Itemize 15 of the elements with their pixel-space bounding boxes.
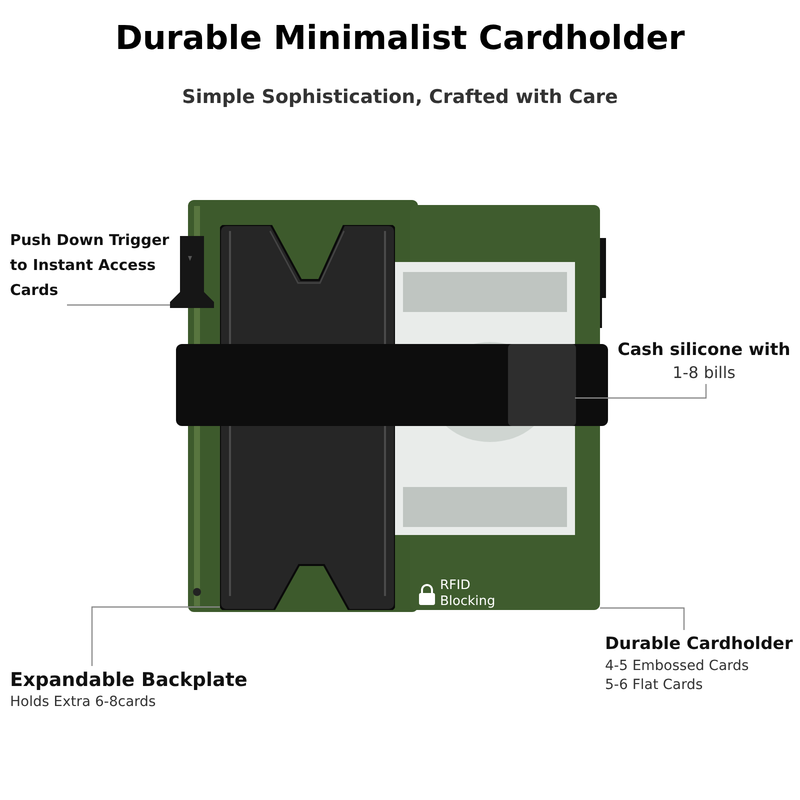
title: Durable Minimalist Cardholder	[114, 18, 686, 57]
callout-text: 5-6 Flat Cards	[605, 676, 704, 695]
callout-text: Holds Extra 6-8cards	[10, 693, 157, 712]
callout-heading: Cash silicone with	[616, 339, 792, 362]
callout-heading: Expandable Backplate	[10, 668, 248, 693]
leader-line	[600, 607, 685, 630]
subtitle: Simple Sophistication, Crafted with Care	[181, 86, 619, 108]
leader-line	[66, 304, 170, 306]
callout-heading: Push Down Trigger to Instant Access Cards	[10, 230, 170, 301]
leader-line	[575, 384, 707, 399]
callout-text: 4-5 Embossed Cards	[605, 657, 750, 676]
callout-heading: Durable Cardholder	[605, 633, 794, 656]
product-marking: RFID Blocking	[440, 578, 496, 610]
leader-line	[91, 606, 220, 666]
callout-text: 1-8 bills	[671, 363, 737, 382]
